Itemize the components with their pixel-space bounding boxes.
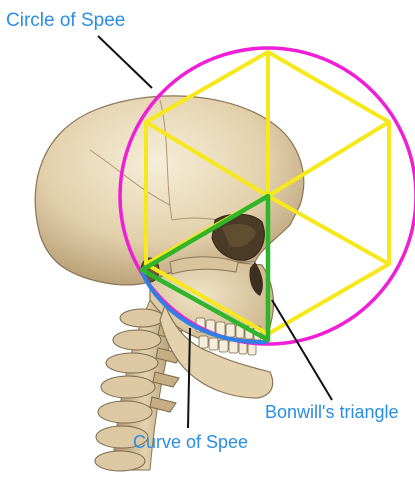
label-circle-of-spee: Circle of Spee — [6, 10, 125, 32]
label-bonwills-triangle: Bonwill's triangle — [265, 401, 399, 423]
hexagon-spoke — [268, 196, 389, 264]
leader-circle-of-spee — [98, 36, 152, 88]
label-curve-of-spee: Curve of Spee — [133, 431, 248, 453]
